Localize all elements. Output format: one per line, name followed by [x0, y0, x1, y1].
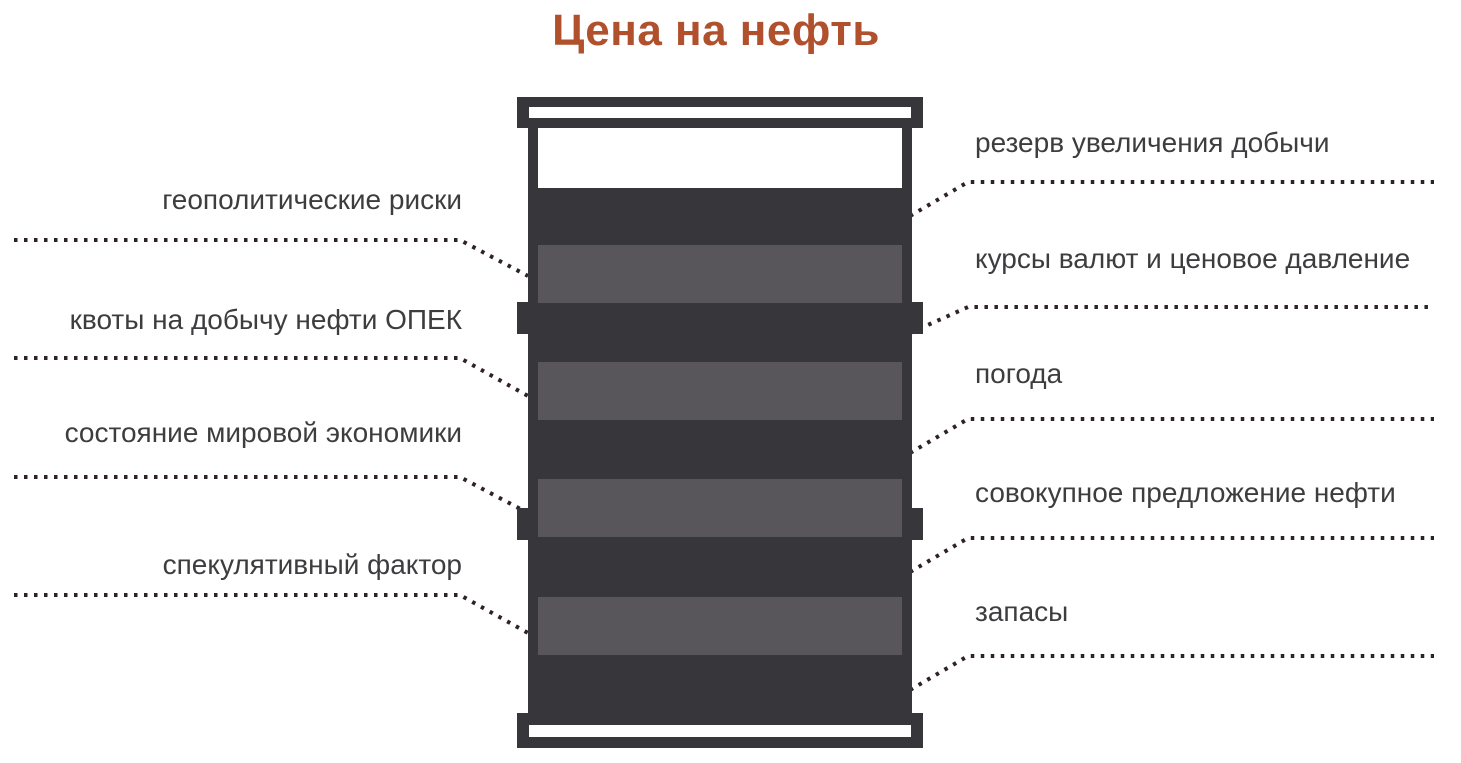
barrel-bottom-rim-slot	[529, 725, 911, 737]
connector-right-4	[908, 536, 1434, 574]
oil-barrel-illustration	[517, 97, 923, 748]
barrel-body	[528, 128, 912, 713]
connector-right-5	[908, 654, 1434, 692]
barrel-gray-band-3	[538, 479, 902, 537]
connector-right-1	[908, 180, 1434, 218]
connector-left-3	[14, 475, 529, 515]
connector-left-2	[14, 356, 529, 398]
factor-weather: погода	[975, 358, 1063, 389]
barrel-lug-lower-left	[517, 508, 529, 540]
connector-right-2	[909, 305, 1434, 335]
connector-left-1	[14, 238, 529, 278]
barrel-lug-lower-right	[911, 508, 923, 540]
barrel-bottom-rim	[517, 713, 923, 748]
factor-production-reserve: резерв увеличения добычи	[975, 127, 1330, 158]
barrel-lug-upper-left	[517, 302, 529, 334]
barrel-empty-band	[538, 128, 902, 188]
factor-speculative: спекулятивный фактор	[162, 549, 462, 580]
connector-right-3	[908, 417, 1434, 455]
barrel-gray-band-4	[538, 597, 902, 655]
factor-stocks: запасы	[975, 596, 1069, 627]
barrel-gray-band-2	[538, 362, 902, 420]
barrel-lug-upper-right	[911, 302, 923, 334]
factor-geopolitical-risks: геополитические риски	[162, 184, 462, 215]
page-title: Цена на нефть	[552, 6, 880, 55]
barrel-top-rim	[517, 97, 923, 128]
barrel-gray-band-1	[538, 245, 902, 303]
factor-opec-quotas: квоты на добычу нефти ОПЕК	[69, 304, 462, 335]
factor-currency-pressure: курсы валют и ценовое давление	[975, 243, 1411, 274]
barrel-top-rim-slot	[529, 107, 911, 118]
connector-left-4	[14, 593, 529, 635]
factor-aggregate-supply: совокупное предложение нефти	[975, 477, 1396, 508]
factor-world-economy: состояние мировой экономики	[64, 417, 462, 448]
